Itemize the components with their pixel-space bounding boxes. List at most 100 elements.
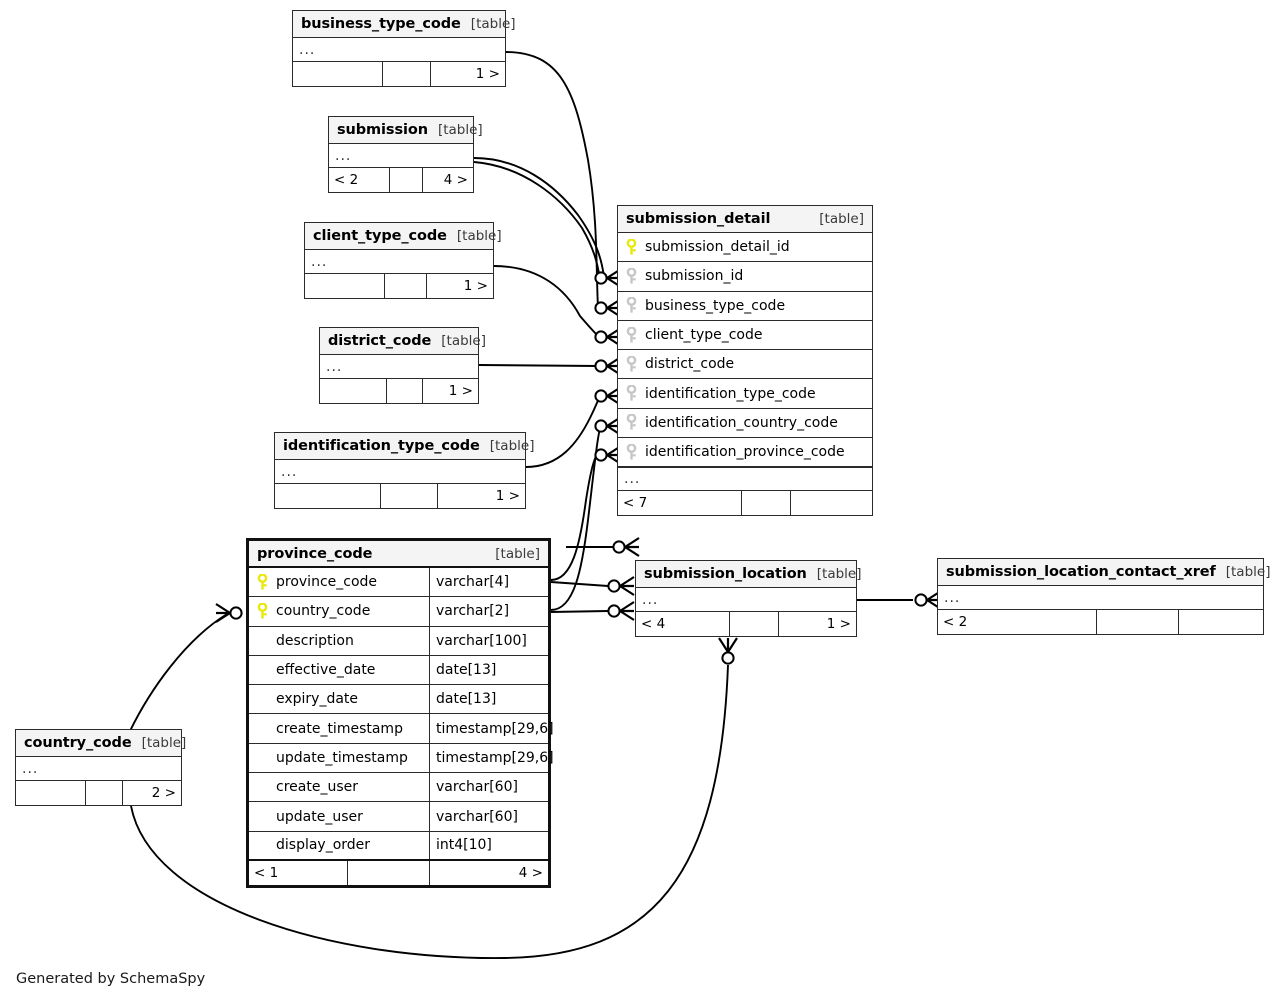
footer-parents	[305, 274, 385, 298]
key-icon	[256, 573, 269, 591]
table-business-type-code[interactable]: business_type_code [table] ... 1 >	[292, 10, 516, 87]
table-row: description varchar[100]	[249, 626, 548, 656]
table-submission[interactable]: submission [table] ... < 2 4 >	[328, 116, 483, 193]
table-row: district_code	[618, 350, 872, 380]
key-icon-grey	[625, 297, 638, 314]
key-icon-none	[256, 662, 269, 679]
footer-children: 2 >	[151, 785, 176, 801]
table-body-ellipsis: ...	[636, 588, 856, 612]
footer-middle	[348, 860, 430, 885]
table-row: client_type_code	[618, 321, 872, 351]
column-label: update_user	[276, 808, 363, 825]
column-label: submission_id	[645, 268, 744, 285]
key-icon-none	[256, 691, 269, 708]
table-row: submission_id	[618, 262, 872, 292]
table-body-ellipsis: ...	[305, 250, 493, 274]
table-submission-location[interactable]: submission_location [table] ... < 4 1 >	[635, 560, 862, 637]
column-type: varchar[2]	[429, 597, 548, 626]
key-icon-none	[256, 632, 269, 649]
key-icon	[256, 602, 269, 620]
table-district-code[interactable]: district_code [table] ... 1 >	[319, 327, 486, 404]
table-row: identification_province_code	[618, 438, 872, 468]
key-icon-none	[256, 749, 269, 766]
footer-parents	[16, 781, 87, 805]
table-row: country_code varchar[2]	[249, 597, 548, 627]
table-title: submission	[337, 122, 428, 138]
table-row: update_user varchar[60]	[249, 802, 548, 832]
table-row: identification_type_code	[618, 379, 872, 409]
column-name-cell: country_code	[249, 602, 429, 620]
table-body-ellipsis: ...	[293, 38, 505, 62]
table-body-ellipsis: ...	[275, 460, 525, 484]
column-label: district_code	[645, 356, 735, 373]
footer-middle	[381, 484, 438, 508]
footer-children: 1 >	[463, 278, 488, 294]
key-icon-grey	[625, 443, 638, 461]
footer-parents: < 7	[618, 491, 743, 516]
table-country-code[interactable]: country_code [table] ... 2 >	[15, 729, 186, 806]
key-icon-grey	[625, 326, 638, 344]
table-header: submission_location_contact_xref [table]	[938, 559, 1270, 586]
column-name-cell: identification_province_code	[618, 443, 845, 461]
table-footer: < 1 4 >	[249, 860, 548, 885]
table-type-tag: [table]	[489, 438, 535, 454]
table-header: country_code [table]	[16, 730, 186, 757]
column-name-cell: submission_id	[618, 267, 744, 285]
column-name-cell: create_timestamp	[249, 720, 429, 737]
table-type-tag: [table]	[470, 16, 516, 32]
column-name-cell: province_code	[249, 573, 429, 591]
column-name-cell: expiry_date	[249, 691, 429, 708]
column-label: description	[276, 632, 354, 649]
footer-children: 4 >	[443, 172, 468, 188]
table-body-ellipsis: ...	[320, 355, 478, 379]
table-type-tag: [table]	[819, 211, 864, 227]
table-footer: 1 >	[275, 484, 525, 508]
key-icon-none	[256, 837, 269, 854]
table-title: business_type_code	[301, 16, 461, 32]
key-icon	[625, 238, 638, 256]
key-icon-grey	[625, 414, 638, 431]
key-icon-grey	[625, 267, 638, 285]
column-label: submission_detail_id	[645, 239, 790, 256]
table-row: effective_date date[13]	[249, 655, 548, 686]
table-title: submission_location_contact_xref	[946, 564, 1216, 580]
table-footer: < 2	[938, 610, 1263, 634]
column-label: create_user	[276, 779, 358, 796]
table-body-ellipsis: ...	[16, 757, 181, 781]
table-row: business_type_code	[618, 292, 872, 321]
table-identification-type-code[interactable]: identification_type_code [table] ... 1 >	[274, 432, 534, 509]
column-name-cell: client_type_code	[618, 326, 763, 344]
table-header: submission [table]	[329, 117, 483, 144]
table-header: submission_location [table]	[636, 561, 862, 588]
footer-parents: < 2	[938, 610, 1098, 634]
column-label: expiry_date	[276, 691, 359, 708]
table-submission-detail[interactable]: submission_detail [table] submission_det…	[617, 205, 873, 517]
table-type-tag: [table]	[816, 566, 862, 582]
column-label: province_code	[276, 574, 378, 591]
table-submission-location-contact-xref[interactable]: submission_location_contact_xref [table]…	[937, 558, 1270, 635]
schemaspy-credit: Generated by SchemaSpy	[16, 971, 206, 987]
table-header: identification_type_code [table]	[275, 433, 534, 460]
table-row: update_timestamp timestamp[29,6]	[249, 743, 554, 774]
footer-children: 1 >	[475, 66, 500, 82]
table-body-ellipsis: ...	[938, 586, 1263, 610]
key-icon-grey	[625, 385, 638, 402]
table-province-code[interactable]: province_code [table] province_code varc…	[246, 538, 554, 888]
footer-middle	[1097, 610, 1179, 634]
column-type: int4[10]	[429, 831, 548, 859]
table-footer: < 7	[618, 491, 872, 516]
column-name-cell: create_user	[249, 779, 429, 796]
key-icon-none	[256, 779, 269, 796]
column-type: timestamp[29,6]	[429, 714, 554, 743]
footer-middle	[742, 491, 791, 516]
table-row: create_user varchar[60]	[249, 773, 548, 803]
column-label: update_timestamp	[276, 749, 408, 766]
table-client-type-code[interactable]: client_type_code [table] ... 1 >	[304, 222, 502, 299]
column-label: identification_type_code	[645, 385, 816, 402]
column-type: date[13]	[429, 655, 548, 685]
column-name-cell: submission_detail_id	[618, 238, 790, 256]
table-type-tag: [table]	[456, 228, 502, 244]
table-header: submission_detail [table]	[618, 206, 872, 233]
table-title: submission_detail	[626, 211, 771, 227]
